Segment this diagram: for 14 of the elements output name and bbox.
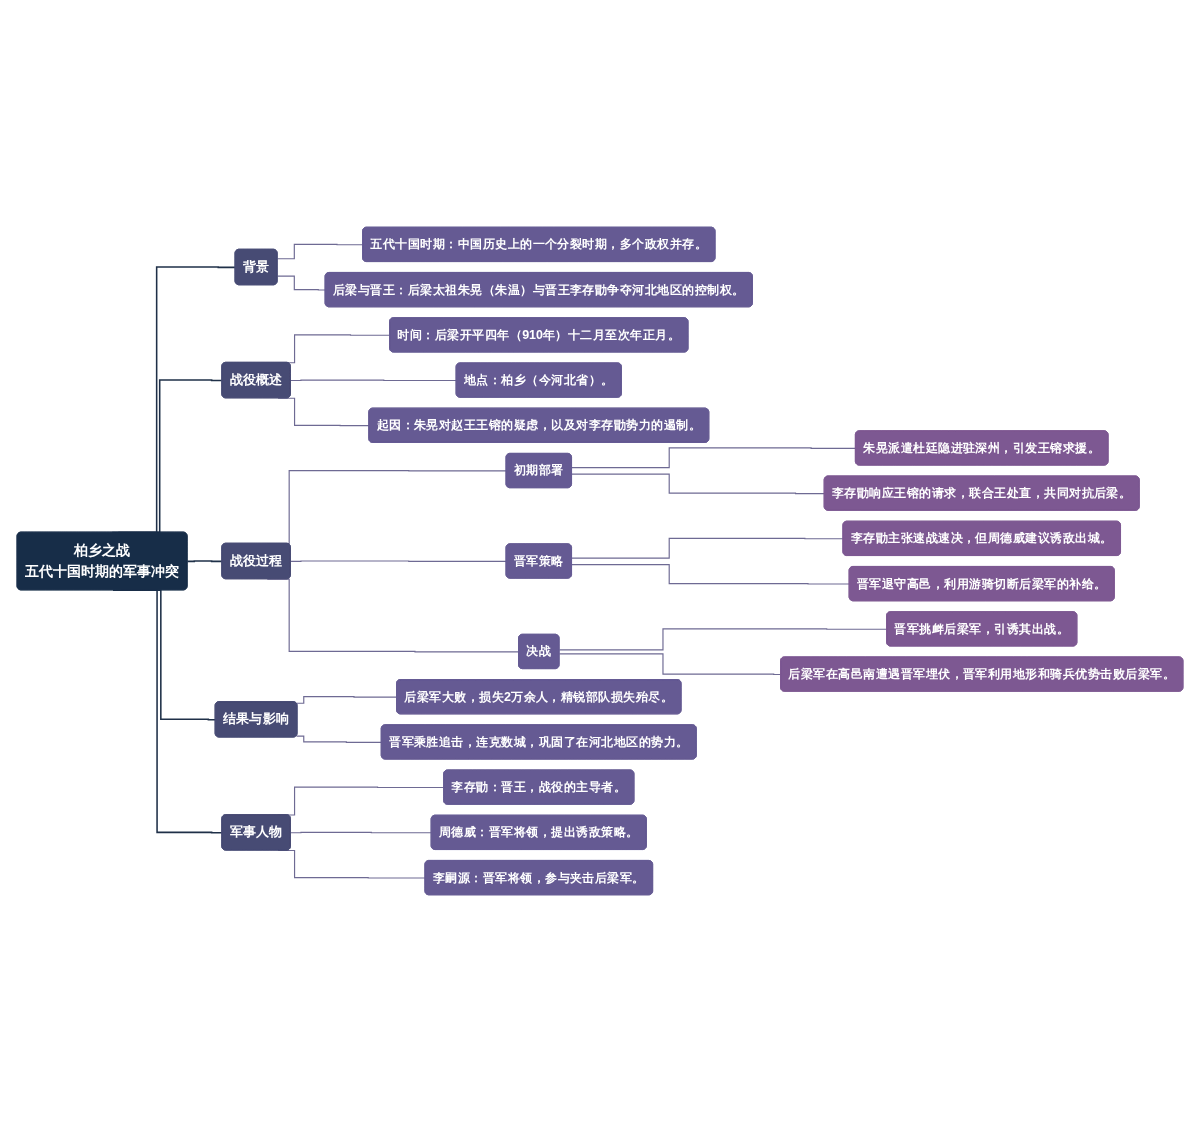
connector: [295, 695, 398, 704]
connector: [276, 274, 327, 291]
connector: [290, 379, 458, 381]
connector: [290, 831, 433, 833]
connector: [295, 735, 383, 743]
connector: [276, 243, 364, 259]
connector: [558, 627, 888, 650]
connector: [290, 559, 507, 562]
connector: [571, 563, 851, 585]
connector: [186, 559, 223, 562]
connector: [558, 652, 782, 675]
connector: [571, 473, 826, 494]
connector: [571, 537, 844, 559]
connector: [571, 446, 857, 468]
